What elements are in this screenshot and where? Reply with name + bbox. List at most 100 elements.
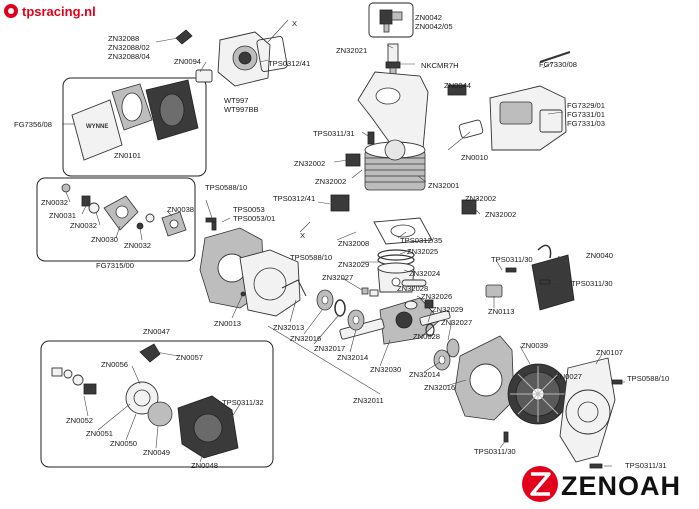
label-zn32029-a: ZN32029	[338, 260, 369, 269]
label-zn0032-a: ZN0032	[41, 198, 68, 207]
label-tps0312-41-mid: TPS0312/41	[273, 194, 315, 203]
label-zn0052: ZN0052	[66, 416, 93, 425]
label-tps0312-35: TPS0312/35	[400, 236, 442, 245]
label-x-top: X	[292, 19, 297, 28]
crankshaft	[339, 297, 451, 345]
label-zn0056: ZN0056	[101, 360, 128, 369]
label-zn32088: ZN32088	[108, 34, 139, 43]
label-tps0311-30-c: TPS0311/30	[474, 447, 516, 456]
crankcase-left	[199, 227, 307, 317]
label-fg7330-08: FG7330/08	[539, 60, 577, 69]
label-wt997bb: WT997BB	[224, 105, 259, 114]
label-tps0311-30-b: TPS0311/30	[571, 279, 613, 288]
label-zn0113: ZN0113	[488, 307, 514, 316]
label-zn0013: ZN0013	[214, 319, 241, 328]
fan-housing	[559, 357, 616, 463]
muffler-gasket	[447, 84, 484, 139]
label-zn32002-b: ZN32002	[315, 177, 346, 186]
crankcase-right	[454, 335, 515, 421]
label-nkcmr7h: NKCMR7H	[421, 61, 459, 70]
cylinder	[330, 139, 477, 215]
label-tps0312-41-top: TPS0312/41	[268, 59, 310, 68]
label-zn0101: ZN0101	[114, 151, 141, 160]
label-zn0032-c: ZN0032	[124, 241, 151, 250]
label-zn0042-05: ZN0042/05	[415, 22, 453, 31]
label-zn32002-d: ZN32002	[485, 210, 516, 219]
ignition-module	[485, 244, 575, 311]
label-zn0048: ZN0048	[191, 461, 218, 470]
label-zn32001: ZN32001	[428, 181, 459, 190]
label-zn0028: ZN0028	[413, 332, 440, 341]
label-zn32002-c: ZN32002	[465, 194, 496, 203]
label-zn0047: ZN0047	[143, 327, 170, 336]
bearings-seals	[316, 289, 460, 371]
starter-kit-box	[40, 340, 274, 468]
label-zn0010: ZN0010	[461, 153, 488, 162]
label-tps0588-10-c: TPS0588/10	[627, 374, 669, 383]
website-logo-text: tpsracing.nl	[22, 4, 96, 19]
label-zn32027-a: ZN32027	[322, 273, 353, 282]
starter-parts	[51, 343, 239, 459]
label-zn32011: ZN32011	[353, 396, 384, 405]
label-zn32088-04: ZN32088/04	[108, 52, 150, 61]
label-zn32088-02: ZN32088/02	[108, 43, 150, 52]
label-zn32027-b: ZN32027	[441, 318, 472, 327]
label-zn32013: ZN32013	[273, 323, 304, 332]
label-zn0044: ZN0044	[444, 81, 471, 90]
label-tps0053-01: TPS0053/01	[233, 214, 275, 223]
carburetor	[175, 29, 288, 87]
label-zn0030: ZN0030	[91, 235, 118, 244]
label-zn0049: ZN0049	[143, 448, 170, 457]
part-labels: ZN32088 ZN32088/02 ZN32088/04 ZN0094 WT9…	[14, 13, 669, 470]
label-zn32029-b: ZN32029	[432, 305, 463, 314]
label-zn32016-b: ZN32016	[424, 383, 455, 392]
label-zn0032-b: ZN0032	[70, 221, 97, 230]
label-zn32026: ZN32026	[421, 292, 452, 301]
base-gasket	[373, 217, 433, 245]
label-tps0588-10-a: TPS0588/10	[205, 183, 247, 192]
tpsracing-logo: tpsracing.nl	[4, 4, 96, 19]
zenoah-logo: ZENOAH	[522, 466, 681, 502]
label-zn32024: ZN32024	[409, 269, 440, 278]
label-fg7331-03: FG7331/03	[567, 119, 605, 128]
svg-text:WYNNE: WYNNE	[86, 124, 108, 130]
flywheel	[507, 363, 569, 425]
label-tps0311-30-a: TPS0311/30	[491, 255, 533, 264]
label-zn0040: ZN0040	[586, 251, 613, 260]
label-zn32030: ZN32030	[370, 365, 401, 374]
label-fg7329-01: FG7329/01	[567, 101, 605, 110]
label-zn0057: ZN0057	[176, 353, 203, 362]
label-zn32014-b: ZN32014	[409, 370, 440, 379]
label-zn0094: ZN0094	[174, 57, 201, 66]
muffler	[489, 51, 571, 151]
label-zn32002-a: ZN32002	[294, 159, 325, 168]
label-x-mid: X	[300, 231, 305, 240]
label-tps0311-32: TPS0311/32	[222, 398, 264, 407]
brand-text: ZENOAH	[561, 471, 681, 501]
label-fg7356-08: FG7356/08	[14, 120, 52, 129]
label-zn32021: ZN32021	[336, 46, 367, 55]
label-tps0588-10-b: TPS0588/10	[290, 253, 332, 262]
label-tps0053: TPS0053	[233, 205, 265, 214]
label-tps0311-31-bottom: TPS0311/31	[625, 461, 667, 470]
label-zn32014-a: ZN32014	[337, 353, 368, 362]
clutch-kit-box	[36, 177, 196, 262]
label-zn32017: ZN32017	[314, 344, 345, 353]
label-zn0107: ZN0107	[596, 348, 623, 357]
label-zn0042: ZN0042	[415, 13, 442, 22]
label-zn32025: ZN32025	[407, 247, 438, 256]
label-zn0038: ZN0038	[167, 205, 194, 214]
label-zn32008: ZN32008	[338, 239, 369, 248]
leader-lines	[62, 19, 625, 467]
label-zn0031: ZN0031	[49, 211, 76, 220]
label-zn32028: ZN32028	[397, 284, 428, 293]
label-wt997: WT997	[224, 96, 248, 105]
label-zn0027: ZN0027	[555, 372, 582, 381]
air-filter-kit-box	[62, 77, 207, 177]
small-hardware	[205, 131, 623, 469]
spark-plug-cap	[368, 2, 414, 38]
label-tps0311-31-top: TPS0311/31	[313, 129, 355, 138]
label-zn32016-a: ZN32016	[290, 334, 321, 343]
